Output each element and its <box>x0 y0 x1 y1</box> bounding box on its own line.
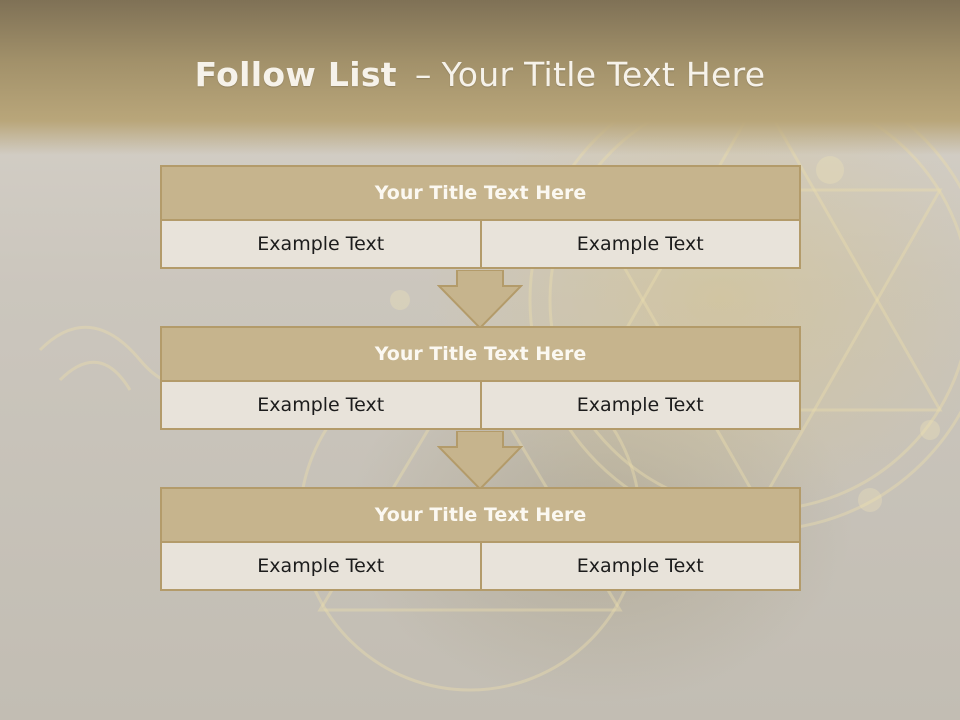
slide-title: Follow List–Your Title Text Here <box>0 55 960 94</box>
step-title: Your Title Text Here <box>160 165 801 221</box>
slide-title-separator: – <box>414 55 432 94</box>
step-cell: Example Text <box>160 541 482 591</box>
step-group-3: Your Title Text Here Example Text Exampl… <box>160 487 801 591</box>
step-cell: Example Text <box>160 219 482 269</box>
slide-title-bold: Follow List <box>194 55 397 94</box>
step-cell: Example Text <box>160 380 482 430</box>
step-cell: Example Text <box>479 219 801 269</box>
step-row: Example Text Example Text <box>160 380 801 430</box>
step-title: Your Title Text Here <box>160 487 801 543</box>
step-group-1: Your Title Text Here Example Text Exampl… <box>160 165 801 269</box>
header-band <box>0 0 960 155</box>
down-arrow-icon <box>437 431 523 491</box>
down-arrow-icon <box>437 270 523 330</box>
step-row: Example Text Example Text <box>160 541 801 591</box>
step-group-2: Your Title Text Here Example Text Exampl… <box>160 326 801 430</box>
step-title: Your Title Text Here <box>160 326 801 382</box>
step-cell: Example Text <box>479 541 801 591</box>
slide-title-rest: Your Title Text Here <box>441 55 766 94</box>
step-cell: Example Text <box>479 380 801 430</box>
step-row: Example Text Example Text <box>160 219 801 269</box>
